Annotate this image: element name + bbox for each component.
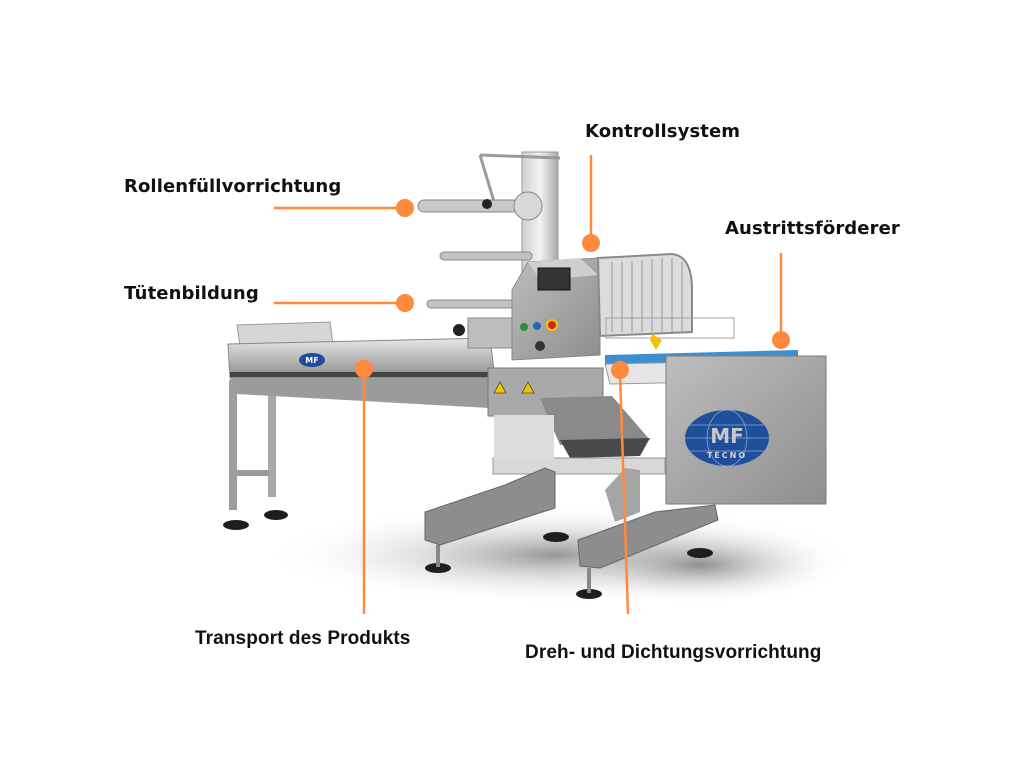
base-frames: [424, 467, 719, 599]
logo-main-text: MF: [710, 424, 744, 448]
callout-dot-bag-forming[interactable]: [396, 294, 414, 312]
callout-dot-turn-seal[interactable]: [611, 361, 629, 379]
logo-sub-text: TECNO: [707, 451, 747, 460]
label-control-system: Kontrollsystem: [585, 121, 741, 142]
sealing-guard: [596, 252, 735, 339]
svg-text:MF: MF: [305, 356, 318, 365]
floor-shadow: [260, 505, 860, 605]
label-roll-feeder: Rollenfüllvorrichtung: [124, 176, 342, 197]
film-mast: [417, 151, 561, 349]
callout-dot-control-system[interactable]: [582, 234, 600, 252]
exit-cabinet: MF TECNO: [665, 355, 827, 505]
callout-dot-product-transport[interactable]: [355, 360, 373, 378]
control-cabinet: [511, 257, 601, 361]
callout-dot-exit-conveyor[interactable]: [772, 331, 790, 349]
label-turn-seal: Dreh- und Dichtungsvorrichtung: [525, 642, 822, 663]
label-product-transport: Transport des Produkts: [195, 628, 411, 649]
label-bag-forming: Tütenbildung: [124, 283, 259, 304]
label-exit-conveyor: Austrittsförderer: [725, 218, 900, 239]
infeed-legs: [223, 380, 288, 530]
callout-dot-roll-feeder[interactable]: [396, 199, 414, 217]
leader-line-turn-seal: [618, 373, 630, 615]
callout-lines: [274, 155, 783, 615]
